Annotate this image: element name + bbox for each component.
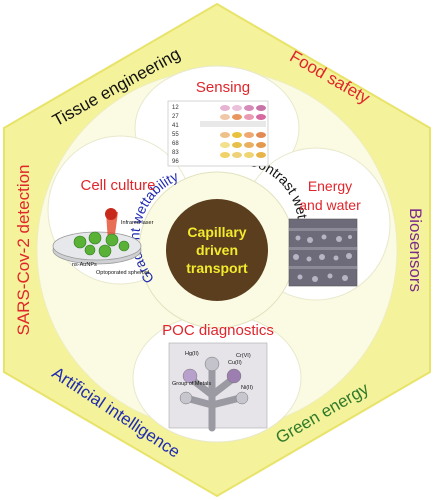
center-line-3: transport xyxy=(186,260,248,276)
outer-label-sars: SARS-Cov-2 detection xyxy=(14,164,33,335)
center-circle xyxy=(166,199,268,301)
poc-figure: Hg(II) Cr(VI) Cu(II) Ni(II) Group of Met… xyxy=(168,342,268,432)
sensing-row-label: 96 xyxy=(172,159,179,165)
sensing-row-label: 12 xyxy=(172,105,179,111)
cell-label-infrared: Infrared laser xyxy=(121,220,154,226)
cell-culture-figure: Infrared laser ns-AuNPs Optoporated sphe… xyxy=(52,208,154,276)
petal-title-energy-1: Energy xyxy=(308,178,352,194)
petal-title-sensing: Sensing xyxy=(196,79,250,96)
petal-title-poc: POC diagnostics xyxy=(162,322,274,339)
poc-label-ni: Ni(II) xyxy=(241,385,253,391)
energy-water-figure xyxy=(288,218,358,287)
sensing-row-label: 83 xyxy=(172,150,179,156)
petal-title-cell-culture: Cell culture xyxy=(80,177,155,194)
sensing-row-label: 41 xyxy=(172,123,179,129)
droplets xyxy=(293,234,352,282)
poc-label-group: Group of Metals xyxy=(172,381,211,387)
outer-label-biosensors: Biosensors xyxy=(406,208,425,292)
poc-label-cu: Cu(II) xyxy=(228,360,242,366)
poc-label-cr: Cr(VI) xyxy=(236,353,251,359)
petal-title-energy-2: and water xyxy=(299,197,361,213)
spheroids xyxy=(73,231,130,258)
sensing-row-label: 27 xyxy=(172,114,179,120)
sensing-row-label: 55 xyxy=(172,132,179,138)
sensing-row-labels: 12 27 41 55 68 83 96 xyxy=(172,105,179,165)
cell-label-spheroid: Optoporated spheroid xyxy=(96,270,149,276)
poc-label-hg: Hg(II) xyxy=(185,351,199,357)
center-line-2: driven xyxy=(196,242,238,258)
cell-label-aunps: ns-AuNPs xyxy=(72,262,97,268)
sensing-figure: 12 27 41 55 68 83 96 xyxy=(167,100,269,167)
sensing-spots xyxy=(200,105,266,158)
center-line-1: Capillary xyxy=(187,224,246,240)
sensing-row-label: 68 xyxy=(172,141,179,147)
